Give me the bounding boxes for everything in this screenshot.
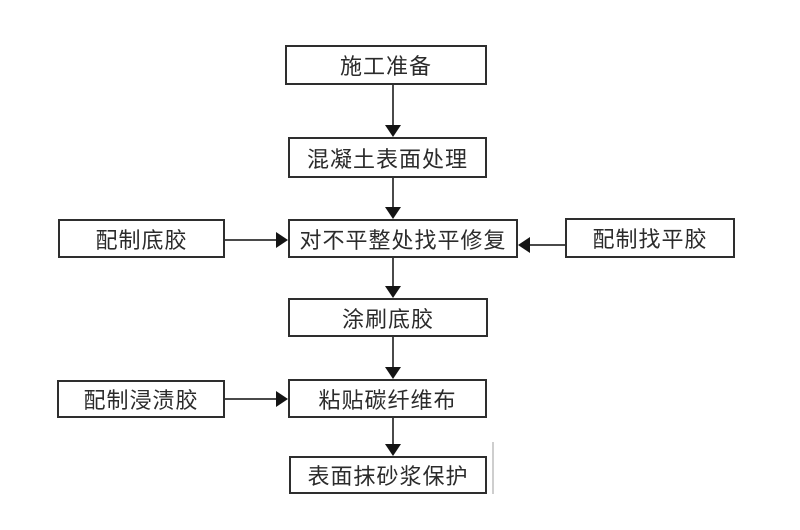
arrow-impregnation-to-carbon bbox=[225, 391, 288, 407]
node-label: 表面抹砂浆保护 bbox=[307, 465, 469, 490]
arrow-line bbox=[529, 244, 565, 246]
scan-artifact-line bbox=[492, 442, 494, 494]
arrowhead-right-icon bbox=[276, 391, 288, 407]
arrowhead-right-icon bbox=[276, 232, 288, 248]
arrow-prep-to-surface bbox=[385, 85, 401, 137]
arrow-carbon-to-mortar bbox=[385, 418, 401, 456]
arrow-apply-to-carbon bbox=[385, 337, 401, 379]
flow-node-apply-primer: 涂刷底胶 bbox=[288, 298, 488, 337]
flow-node-surface-mortar-protection: 表面抹砂浆保护 bbox=[289, 456, 487, 494]
flow-node-paste-carbon-fiber-cloth: 粘贴碳纤维布 bbox=[288, 379, 487, 418]
arrow-line bbox=[392, 178, 394, 208]
arrow-primer-to-leveling bbox=[225, 232, 288, 248]
arrow-leveladhesive-to-leveling bbox=[518, 237, 565, 253]
node-label: 配制浸渍胶 bbox=[83, 389, 199, 414]
arrow-line bbox=[392, 258, 394, 287]
arrow-leveling-to-apply bbox=[385, 258, 401, 298]
flow-node-concrete-surface-treatment: 混凝土表面处理 bbox=[288, 137, 487, 178]
flow-node-prepare-primer: 配制底胶 bbox=[58, 219, 225, 258]
arrow-line bbox=[392, 85, 394, 126]
flow-node-leveling-repair: 对不平整处找平修复 bbox=[288, 219, 518, 258]
flow-node-prepare-leveling-adhesive: 配制找平胶 bbox=[565, 218, 735, 258]
node-label: 混凝土表面处理 bbox=[306, 147, 468, 173]
node-label: 施工准备 bbox=[339, 55, 432, 80]
arrowhead-left-icon bbox=[518, 237, 530, 253]
arrowhead-down-icon bbox=[385, 207, 401, 219]
flow-node-construction-preparation: 施工准备 bbox=[285, 45, 487, 85]
arrow-line bbox=[392, 418, 394, 445]
arrowhead-down-icon bbox=[385, 286, 401, 298]
arrow-line bbox=[225, 239, 277, 241]
node-label: 对不平整处找平修复 bbox=[299, 228, 507, 254]
arrowhead-down-icon bbox=[385, 367, 401, 379]
node-label: 涂刷底胶 bbox=[341, 307, 434, 333]
arrow-line bbox=[392, 337, 394, 368]
node-label: 配制底胶 bbox=[95, 228, 188, 254]
flow-node-prepare-impregnation-adhesive: 配制浸渍胶 bbox=[57, 380, 225, 418]
arrow-line bbox=[225, 398, 277, 400]
arrowhead-down-icon bbox=[385, 125, 401, 137]
arrow-surface-to-leveling bbox=[385, 178, 401, 219]
node-label: 粘贴碳纤维布 bbox=[318, 388, 457, 414]
node-label: 配制找平胶 bbox=[592, 228, 708, 253]
arrowhead-down-icon bbox=[385, 444, 401, 456]
